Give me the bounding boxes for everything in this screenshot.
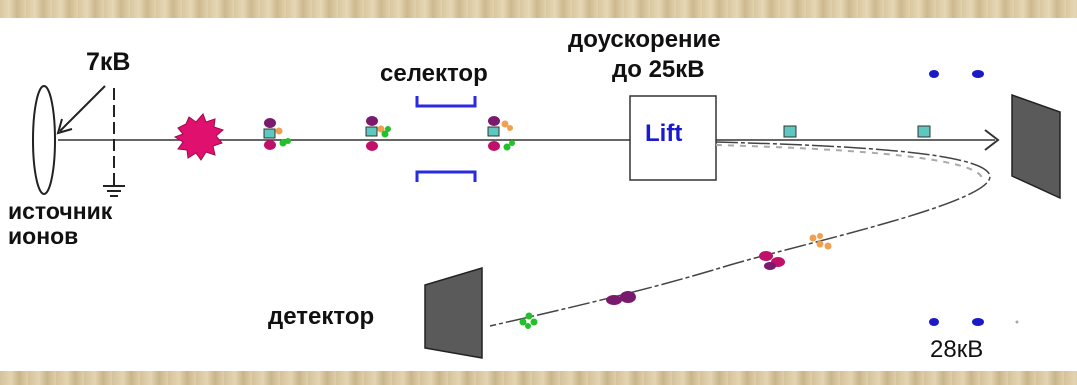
selector-plate-top [415, 96, 477, 108]
ion-cluster-magenta [759, 251, 785, 270]
top-border [0, 0, 1077, 18]
voltage-source-label: 7кВ [86, 48, 131, 76]
ion-cluster-purple [606, 291, 636, 305]
reflected-trajectory [489, 141, 991, 327]
ion-source-label-line1: источник [8, 198, 113, 224]
lift-box [629, 95, 717, 181]
reflectron-dots-bottom [929, 318, 1019, 326]
reaccel-label-line2: до 25кВ [612, 56, 705, 83]
ion-cluster-green [519, 312, 538, 329]
reflected-trajectory-gray [715, 144, 983, 179]
beam-arrowhead [984, 129, 1000, 151]
ground-symbol [103, 178, 125, 197]
lift-label: Lift [645, 120, 683, 147]
detector-plate-right [1011, 93, 1061, 200]
ion-cluster-3 [487, 116, 515, 151]
detector-label: детектор [268, 303, 375, 330]
ion-cyan-2 [917, 125, 931, 138]
ion-cyan-1 [783, 125, 797, 138]
ion-source-ellipse [32, 85, 56, 195]
voltage-arrow [59, 85, 106, 132]
selector-label: селектор [380, 60, 488, 87]
selector-plate-bottom [415, 170, 477, 182]
voltage-arrowhead [56, 118, 73, 135]
detector-plate-left [424, 266, 483, 359]
reaccel-label-line1: доускорение [568, 26, 721, 53]
plasma-burst [173, 113, 224, 161]
ion-cluster-1 [263, 118, 291, 150]
ion-cluster-orange [809, 233, 832, 250]
bottom-border [0, 371, 1077, 385]
ion-source-label-line2: ионов [8, 223, 79, 249]
reflectron-voltage-label: 28кВ [930, 336, 984, 363]
ion-cluster-2 [365, 116, 391, 151]
reflectron-dots-top [929, 70, 984, 78]
